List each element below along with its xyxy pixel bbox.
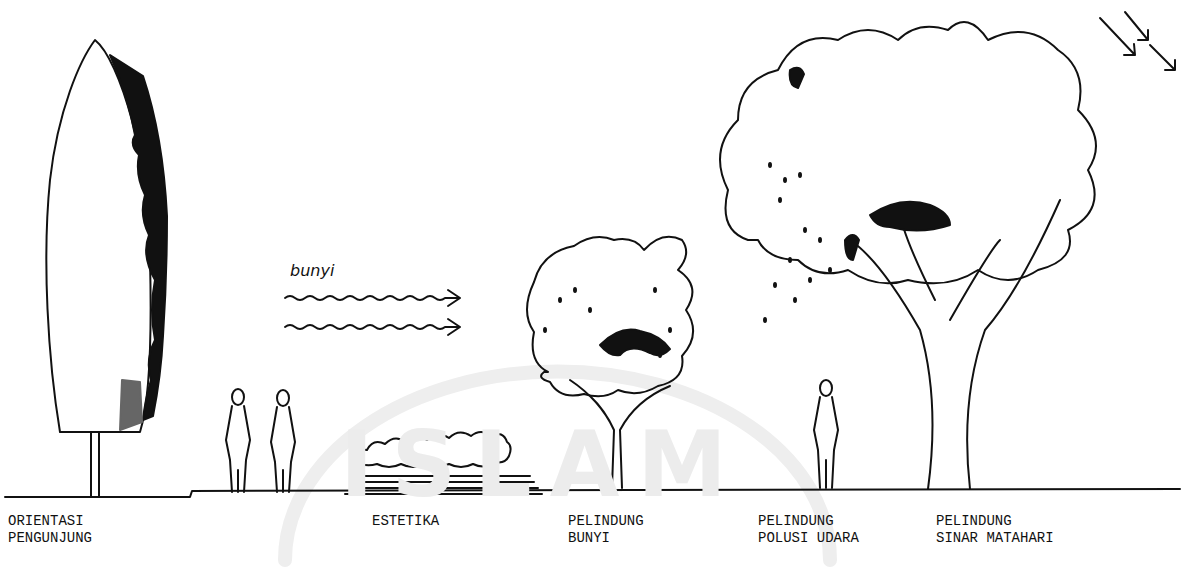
tree-trunk bbox=[850, 200, 1060, 489]
cypress-shadow bbox=[120, 380, 142, 430]
function-label: ESTETIKA bbox=[372, 513, 482, 530]
foliage-dots bbox=[763, 162, 832, 323]
tree-shadow bbox=[790, 68, 859, 260]
tree-canopy bbox=[527, 237, 693, 397]
cypress-trunk bbox=[91, 432, 99, 497]
foliage-dots bbox=[543, 287, 672, 358]
watermark: ISLAM bbox=[340, 420, 940, 510]
cypress-shadow bbox=[110, 55, 167, 420]
function-label: PELINDUNG SINAR MATAHARI bbox=[936, 513, 1058, 547]
function-label: ORIENTASI PENGUNJUNG bbox=[8, 513, 98, 547]
sunlight-arrow bbox=[1100, 12, 1175, 70]
sound-wave-arrow bbox=[285, 290, 460, 306]
sound-label: bunyi bbox=[290, 262, 370, 279]
tree-shadow bbox=[870, 202, 950, 231]
sound-wave-arrow bbox=[285, 319, 460, 335]
function-label: PELINDUNG POLUSI UDARA bbox=[758, 513, 864, 547]
function-label: PELINDUNG BUNYI bbox=[568, 513, 650, 547]
tree-shadow bbox=[600, 330, 670, 356]
